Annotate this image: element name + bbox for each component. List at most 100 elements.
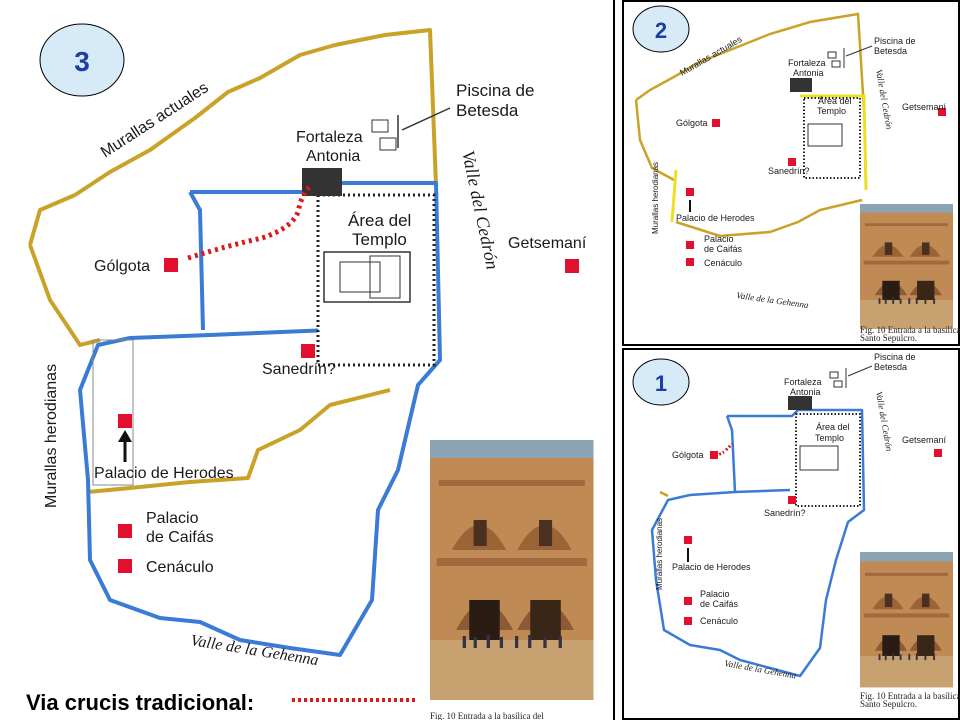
label-sanedrin-2: Sanedrín? <box>768 166 810 176</box>
sanedrin-marker-2 <box>788 158 796 166</box>
label-cenaculo-1: Cenáculo <box>700 616 738 626</box>
badge-2 <box>632 5 690 53</box>
label-caifas-2: de Caifás <box>146 529 214 546</box>
label-piscina-2-1: Betesda <box>874 362 907 372</box>
cenaculo-marker-2 <box>686 258 694 266</box>
label-cedron-1: Valle del Cedrón <box>874 391 894 453</box>
label-fortaleza-1: Fortaleza <box>784 377 822 387</box>
label-getsemani-1: Getsemaní <box>902 435 947 445</box>
label-palacio-herodes-2: Palacio de Herodes <box>676 213 755 223</box>
basilica-photo-1 <box>860 552 953 688</box>
pool-bethesda-2 <box>827 45 873 68</box>
palacio-herodes-marker-2 <box>686 188 694 196</box>
label-piscina-1-1: Piscina de <box>874 352 916 362</box>
via-crucis-path <box>187 182 314 261</box>
label-cenaculo: Cenáculo <box>146 559 214 576</box>
label-palacio-herodes: Palacio de Herodes <box>94 465 234 482</box>
fortress-antonia <box>302 168 342 196</box>
pool-bethesda-1 <box>829 365 873 388</box>
getsemani-marker-2 <box>938 108 946 116</box>
temple-area-1 <box>795 413 861 507</box>
label-fortaleza: Fortaleza <box>296 129 363 146</box>
golgota-marker <box>164 258 178 272</box>
label-caifas-2-1: de Caifás <box>700 599 739 609</box>
map-2: 2 Murallas actuales Piscina de Betesda F… <box>632 5 960 343</box>
fortress-antonia-1 <box>788 396 812 410</box>
photo-caption-1a: Fig. 10 Entrada a la basílica del <box>860 691 960 701</box>
label-cenaculo-2: Cenáculo <box>704 258 742 268</box>
wall-fragment <box>659 490 669 498</box>
temple-area <box>316 193 436 367</box>
label-caifas-2-2: de Caifás <box>704 244 743 254</box>
label-area-del: Área del <box>348 211 411 230</box>
photo-caption-1b: Santo Sepulcro. <box>860 699 917 709</box>
label-murallas-actuales-2: Murallas actuales <box>678 34 744 78</box>
badge-3-text: 3 <box>74 46 90 77</box>
photo-caption-2b: Santo Sepulcro. <box>860 333 917 343</box>
label-piscina-1: Piscina de <box>456 81 534 100</box>
fortress-antonia-2 <box>790 78 812 92</box>
label-sanedrin: Sanedrín? <box>262 361 336 378</box>
herodian-walls <box>78 181 442 657</box>
panel-1-frame <box>622 348 960 720</box>
panel-2-frame <box>622 0 960 346</box>
current-walls <box>28 28 438 494</box>
photo-caption: Fig. 10 Entrada a la basílica del <box>430 711 544 720</box>
basilica-photo-2 <box>860 204 953 329</box>
label-golgota-2: Gólgota <box>676 118 708 128</box>
herod-arrow <box>118 430 132 462</box>
label-getsemani-2: Getsemaní <box>902 102 947 112</box>
temple-area-2 <box>803 97 861 179</box>
cenaculo-marker-1 <box>684 617 692 625</box>
label-caifas-1-1: Palacio <box>700 589 730 599</box>
label-fortaleza-2: Fortaleza <box>788 58 826 68</box>
label-golgota: Gólgota <box>94 258 150 275</box>
herodian-walls-1 <box>650 408 866 678</box>
label-area-del-1: Área del <box>816 422 850 432</box>
basilica-photo <box>430 440 594 700</box>
golgota-marker-1 <box>710 451 718 459</box>
current-walls-2 <box>634 12 868 238</box>
caifas-marker-2 <box>686 241 694 249</box>
label-murallas-herodianas-2: Murallas herodianas <box>651 162 660 234</box>
map-1: 1 Piscina de Betesda Fortaleza Antonia Á… <box>632 352 960 709</box>
label-templo-2: Templo <box>817 106 846 116</box>
label-sanedrin-1: Sanedrín? <box>764 508 806 518</box>
map-3: 3 Murallas actuales Piscina de Betesda F… <box>28 23 594 720</box>
label-piscina-2-2: Betesda <box>874 46 907 56</box>
caifas-marker-1 <box>684 597 692 605</box>
label-piscina-1-2: Piscina de <box>874 36 916 46</box>
photo-caption-2a: Fig. 10 Entrada a la basílica del <box>860 325 960 335</box>
getsemani-marker <box>565 259 579 273</box>
label-getsemani: Getsemaní <box>508 235 587 252</box>
label-antonia-2: Antonia <box>793 68 824 78</box>
label-caifas-1: Palacio <box>146 510 199 527</box>
label-piscina-2: Betesda <box>456 101 519 120</box>
label-murallas-herodianas-1: Murallas herodianas <box>655 518 664 590</box>
badge-1-text: 1 <box>655 371 667 396</box>
label-cedron: Valle del Cedrón <box>458 149 503 271</box>
sanedrin-marker <box>301 344 315 358</box>
label-templo-1: Templo <box>815 433 844 443</box>
badge-2-text: 2 <box>655 18 667 43</box>
label-gehenna: Valle de la Gehenna <box>189 632 319 669</box>
label-area-del-2: Área del <box>818 96 852 106</box>
label-caifas-1-2: Palacio <box>704 234 734 244</box>
label-templo: Templo <box>352 230 407 249</box>
legend-label: Via crucis tradicional: <box>26 690 255 715</box>
sanedrin-marker-1 <box>788 496 796 504</box>
label-murallas-herodianas: Murallas herodianas <box>43 364 60 508</box>
getsemani-marker-1 <box>934 449 942 457</box>
label-cedron-2: Valle del Cedrón <box>874 69 894 131</box>
label-gehenna-2: Valle de la Gehenna <box>736 290 810 310</box>
label-gehenna-1: Valle de la Gehenna <box>724 658 798 681</box>
pool-bethesda <box>371 107 451 151</box>
palacio-herodes-marker-1 <box>684 536 692 544</box>
palacio-herodes-marker <box>118 414 132 428</box>
golgota-marker-2 <box>712 119 720 127</box>
badge-1 <box>632 358 690 406</box>
cenaculo-marker <box>118 559 132 573</box>
via-crucis-path-1 <box>711 442 734 460</box>
badge-3 <box>39 23 125 97</box>
